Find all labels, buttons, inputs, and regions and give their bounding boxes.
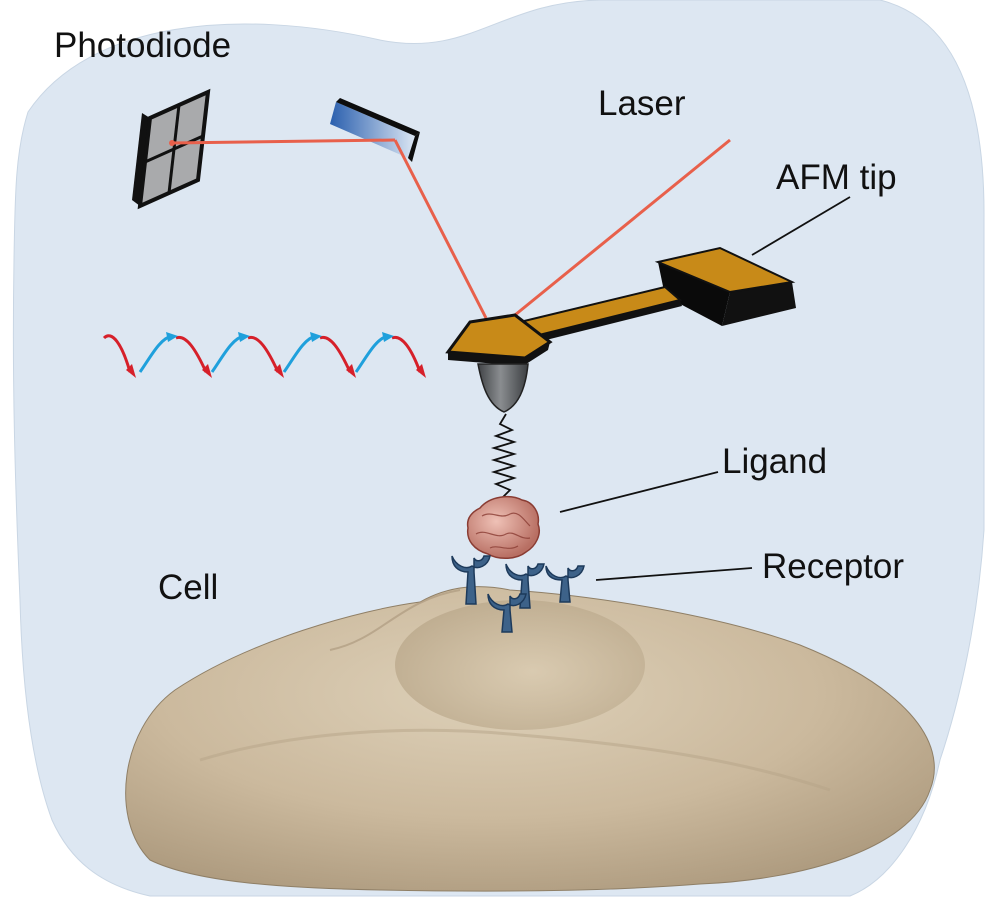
wave-arrowhead-blue-4 bbox=[382, 332, 394, 342]
wave-arrowhead-red-3 bbox=[274, 364, 284, 378]
photodiode-divider-h bbox=[144, 134, 204, 164]
ligand-body bbox=[466, 495, 540, 559]
wave-red-1 bbox=[102, 334, 132, 373]
label-laser: Laser bbox=[598, 84, 686, 123]
laser-spot bbox=[169, 140, 175, 146]
mirror-edge bbox=[408, 132, 420, 162]
wave-arrowhead-blue-2 bbox=[238, 332, 250, 342]
receptors bbox=[451, 555, 585, 633]
cantilever-arm-edge bbox=[535, 300, 682, 342]
photodiode-side bbox=[132, 113, 150, 206]
cell-bump-rim bbox=[329, 589, 461, 651]
cantilever-base-front bbox=[658, 262, 730, 326]
mirror-face bbox=[330, 102, 415, 158]
wave-arrowhead-blue-3 bbox=[310, 332, 322, 342]
wave-red-2 bbox=[175, 335, 208, 373]
laser-beams bbox=[171, 138, 731, 319]
receptor-2 bbox=[505, 563, 545, 609]
ligand bbox=[466, 495, 540, 559]
cantilever-base-top bbox=[654, 246, 796, 294]
leader-line-ligand bbox=[559, 471, 719, 513]
cell-body bbox=[125, 586, 935, 892]
receptor-3 bbox=[545, 565, 585, 603]
wave-arrowhead-red-1 bbox=[126, 364, 136, 378]
label-ligand: Ligand bbox=[722, 442, 828, 481]
laser-beam-reflected bbox=[393, 139, 488, 319]
leader-line-afm-tip bbox=[751, 196, 851, 256]
wave-red-3 bbox=[247, 335, 280, 373]
label-receptor: Receptor bbox=[762, 547, 905, 586]
cantilever-head-edge bbox=[448, 342, 550, 366]
ligand-texture bbox=[475, 512, 531, 549]
cell bbox=[125, 586, 935, 892]
cell-bump bbox=[395, 600, 645, 730]
laser-beam-incoming bbox=[514, 138, 731, 317]
wave-arrowheads bbox=[126, 332, 426, 378]
afm-tip-assembly bbox=[445, 246, 796, 499]
receptor-4 bbox=[487, 593, 527, 633]
wave-arrowhead-red-2 bbox=[202, 364, 212, 378]
photodiode bbox=[132, 88, 211, 210]
mirror-top bbox=[336, 98, 420, 136]
wave-red-5 bbox=[391, 335, 422, 373]
leader-line-receptor bbox=[595, 567, 753, 581]
label-cell: Cell bbox=[158, 568, 219, 607]
wave-arrowhead-red-5 bbox=[416, 364, 426, 378]
label-photodiode: Photodiode bbox=[54, 26, 232, 65]
mirror bbox=[330, 98, 420, 162]
label-afm-tip: AFM tip bbox=[776, 158, 897, 197]
laser-beam-to-photodiode bbox=[171, 138, 396, 145]
tip-spring bbox=[490, 413, 518, 499]
leader-lines bbox=[559, 196, 851, 581]
cell-inner-shade bbox=[199, 728, 831, 792]
wave-arrowhead-blue-1 bbox=[166, 332, 178, 342]
wave-arrowhead-red-4 bbox=[346, 364, 356, 378]
receptor-1 bbox=[451, 555, 491, 605]
afm-tip bbox=[477, 363, 529, 413]
cantilever-base-side bbox=[722, 282, 796, 326]
wave-red-4 bbox=[319, 335, 352, 373]
